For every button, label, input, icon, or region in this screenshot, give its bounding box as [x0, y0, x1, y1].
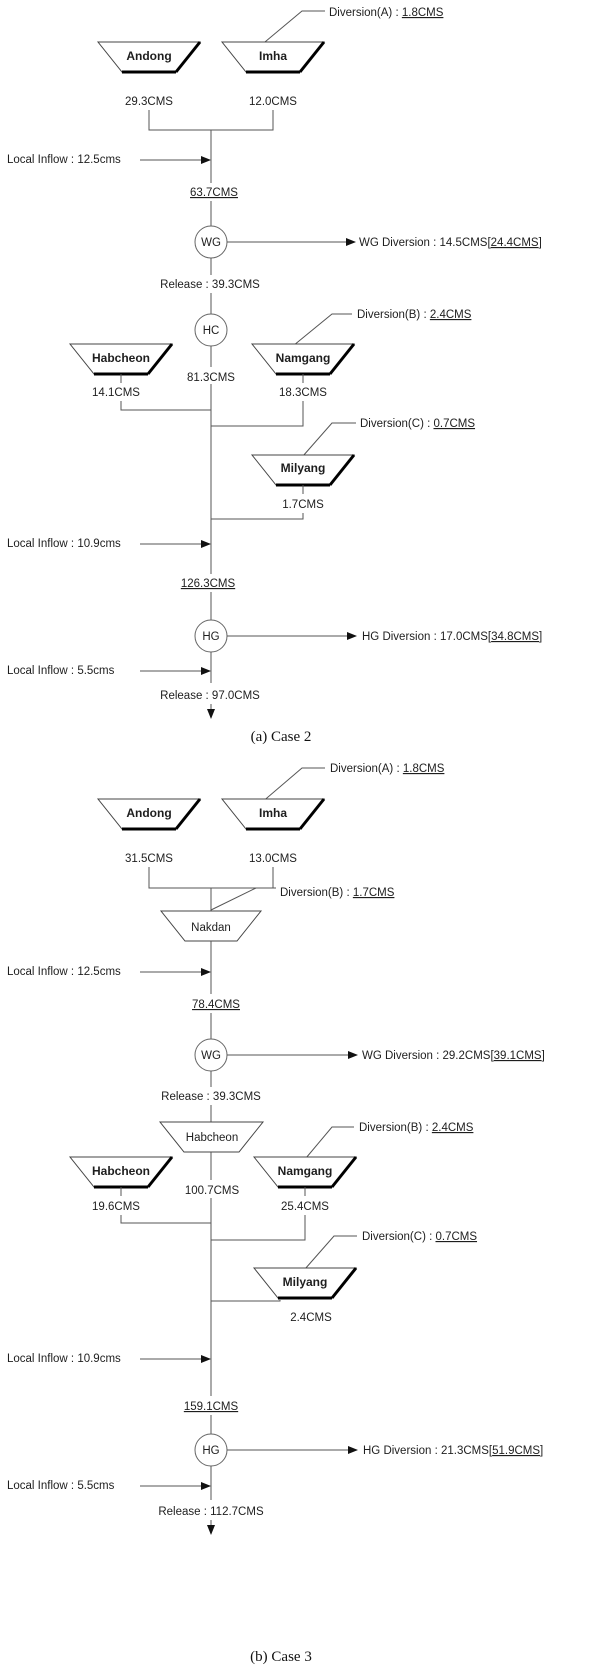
dam-habcheon: Habcheon — [68, 343, 174, 376]
weir-wg-label: WG — [201, 237, 221, 249]
weir-hc: HC — [194, 313, 228, 347]
dam-imha-label: Imha — [259, 49, 287, 63]
diversion-b1-leader — [210, 887, 276, 911]
local-inflow-3: Local Inflow : 5.5cms — [7, 1480, 115, 1492]
weir-nakdan-label: Nakdan — [191, 922, 231, 934]
dam-milyang: Milyang — [252, 1267, 358, 1300]
milyang-branch — [211, 1300, 281, 1302]
diversion-c-leader — [304, 1235, 357, 1270]
diversion-b2-leader — [305, 1126, 354, 1159]
wg-diversion-label: WG Diversion : 29.2CMS[39.1CMS] — [362, 1050, 545, 1062]
habcheon-flow: 14.1CMS — [92, 387, 140, 399]
dam-imha: Imha — [220, 41, 326, 74]
local-inflow-1: Local Inflow : 12.5cms — [7, 966, 121, 978]
milyang-flow: 2.4CMS — [290, 1312, 332, 1324]
dam-namgang: Namgang — [250, 343, 356, 376]
imha-flow: 13.0CMS — [249, 853, 297, 865]
diversion-c-leader — [302, 422, 356, 457]
weir-hg-label: HG — [202, 1445, 219, 1457]
dam-andong: Andong — [96, 41, 202, 74]
dam-andong: Andong — [96, 798, 202, 831]
diversion-b1-label: Diversion(B) : 1.7CMS — [280, 887, 395, 899]
dam-andong-label: Andong — [126, 49, 171, 63]
diversion-a-label: Diversion(A) : 1.8CMS — [329, 7, 444, 19]
milyang-branch — [211, 513, 304, 520]
local-inflow-3: Local Inflow : 5.5cms — [7, 665, 115, 677]
release-hg: Release : 112.7CMS — [158, 1506, 264, 1518]
habcheon-branch — [120, 401, 211, 411]
weir-hc-label: HC — [203, 325, 220, 337]
weir-wg-label: WG — [201, 1050, 221, 1062]
case2-diagram: Diversion(A) : 1.8CMS Andong Imha 29.3CM… — [7, 7, 542, 745]
dam-namgang-label: Namgang — [276, 351, 331, 365]
weir-habcheon: Habcheon — [158, 1121, 265, 1153]
dam-imha-label: Imha — [259, 806, 287, 820]
center-flow: 100.7CMS — [185, 1185, 240, 1197]
diversion-a-label: Diversion(A) : 1.8CMS — [330, 763, 445, 775]
weir-wg: WG — [194, 225, 228, 259]
dam-habcheon: Habcheon — [68, 1156, 174, 1189]
local-inflow-1: Local Inflow : 12.5cms — [7, 154, 121, 166]
local-inflow-2: Local Inflow : 10.9cms — [7, 1353, 121, 1365]
diversion-c-label: Diversion(C) : 0.7CMS — [362, 1231, 477, 1243]
case3-diagram: Diversion(A) : 1.8CMS Andong Imha 31.5CM… — [7, 763, 545, 1665]
dam-habcheon-label: Habcheon — [92, 351, 150, 365]
weir-hg: HG — [194, 1433, 228, 1467]
hc-flow: 81.3CMS — [187, 372, 235, 384]
release-hg: Release : 97.0CMS — [160, 690, 260, 702]
release-wg: Release : 39.3CMS — [161, 1091, 261, 1103]
dam-habcheon-label: Habcheon — [92, 1164, 150, 1178]
hg-diversion-label: HG Diversion : 17.0CMS[34.8CMS] — [362, 631, 542, 643]
caption-case-2: (a) Case 2 — [251, 729, 312, 745]
dam-namgang: Namgang — [252, 1156, 358, 1189]
namgang-branch — [211, 401, 304, 427]
weir-hg-label: HG — [202, 631, 219, 643]
local-inflow-2: Local Inflow : 10.9cms — [7, 538, 121, 550]
habcheon-branch — [120, 1215, 211, 1224]
dam-namgang-label: Namgang — [278, 1164, 333, 1178]
diversion-b-label: Diversion(B) : 2.4CMS — [357, 309, 472, 321]
release-wg: Release : 39.3CMS — [160, 279, 260, 291]
dam-milyang: Milyang — [250, 454, 356, 487]
dam-milyang-label: Milyang — [281, 461, 326, 475]
dam-imha: Imha — [220, 798, 326, 831]
imha-flow: 12.0CMS — [249, 96, 297, 108]
weir-hg: HG — [194, 619, 228, 653]
diversion-b2-label: Diversion(B) : 2.4CMS — [359, 1122, 474, 1134]
confluence-andong-imha — [148, 110, 274, 131]
hg-diversion-label: HG Diversion : 21.3CMS[51.9CMS] — [363, 1445, 543, 1457]
wg-diversion-label: WG Diversion : 14.5CMS[24.4CMS] — [359, 237, 542, 249]
flow-126: 126.3CMS — [181, 578, 236, 590]
milyang-flow: 1.7CMS — [282, 499, 324, 511]
weir-habcheon-label: Habcheon — [186, 1132, 238, 1144]
dam-milyang-label: Milyang — [283, 1275, 328, 1289]
namgang-flow: 25.4CMS — [281, 1201, 329, 1213]
flow-63: 63.7CMS — [190, 187, 238, 199]
confluence-andong-imha — [148, 867, 274, 889]
andong-flow: 31.5CMS — [125, 853, 173, 865]
weir-wg: WG — [194, 1038, 228, 1072]
weir-nakdan: Nakdan — [159, 910, 263, 942]
caption-case-3: (b) Case 3 — [250, 1649, 312, 1665]
namgang-flow: 18.3CMS — [279, 387, 327, 399]
flow-78: 78.4CMS — [192, 999, 240, 1011]
namgang-branch — [211, 1215, 306, 1241]
diversion-c-label: Diversion(C) : 0.7CMS — [360, 418, 475, 430]
andong-flow: 29.3CMS — [125, 96, 173, 108]
flow-159: 159.1CMS — [184, 1401, 239, 1413]
dam-andong-label: Andong — [126, 806, 171, 820]
habcheon-flow: 19.6CMS — [92, 1201, 140, 1213]
